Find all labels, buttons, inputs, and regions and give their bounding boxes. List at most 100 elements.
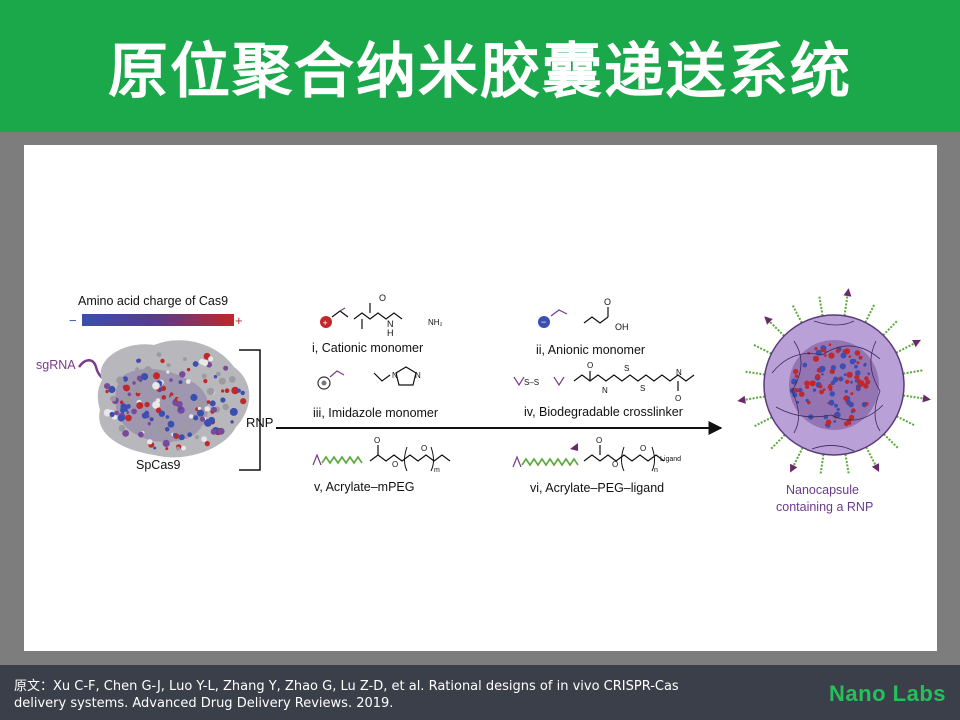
peg-chain	[792, 447, 804, 466]
protein-residue	[132, 381, 136, 385]
protein-residue	[141, 412, 148, 419]
protein-residue	[156, 425, 164, 434]
capsule-residue	[850, 392, 854, 396]
protein-residue	[164, 427, 170, 432]
sgrna-label: sgRNA	[36, 358, 76, 372]
capsule-residue	[815, 373, 821, 380]
capsule-residue	[820, 348, 825, 353]
capsule-residue	[846, 371, 853, 378]
chem-ligand: Ligand	[660, 456, 681, 463]
capsule-residue	[858, 355, 863, 360]
ligand-triangle	[764, 316, 773, 325]
chem-n-imid-2: N	[415, 371, 421, 380]
capsule-residue	[864, 402, 869, 406]
protein-residue	[166, 405, 171, 409]
page-title: 原位聚合纳米胶囊递送系统	[108, 36, 852, 107]
capsule-residue	[798, 387, 803, 393]
capsule-residue	[802, 362, 808, 368]
protein-residue	[160, 385, 167, 392]
protein-residue	[170, 395, 175, 400]
chem-o-1: O	[379, 293, 386, 303]
protein-residue	[136, 358, 141, 363]
brand-logo-text: Nano Labs	[829, 681, 946, 706]
protein-residue	[122, 430, 129, 437]
peg-chain	[770, 434, 786, 450]
protein-residue	[208, 356, 214, 362]
protein-residue	[177, 397, 181, 402]
capsule-residue	[844, 348, 851, 355]
capsule-residue	[861, 380, 864, 383]
protein-residue	[135, 367, 140, 372]
protein-residue	[163, 435, 167, 440]
capsule-residue	[854, 364, 858, 369]
protein-residue	[187, 432, 192, 437]
protein-residue	[149, 417, 154, 422]
charge-minus: −	[69, 313, 77, 328]
capsule-residue	[854, 374, 860, 380]
protein-residue	[125, 414, 132, 422]
protein-residue	[148, 429, 153, 434]
protein-residue	[166, 370, 170, 374]
chem-o-9: O	[612, 460, 618, 469]
capsule-residue	[847, 396, 851, 400]
capsule-residue	[829, 391, 835, 397]
chem-o-2: O	[604, 297, 611, 307]
protein-residue	[147, 439, 153, 445]
protein-residue	[230, 420, 234, 424]
protein-residue	[231, 386, 239, 395]
citation-line-2: delivery systems. Advanced Drug Delivery…	[14, 696, 394, 711]
protein-residue	[153, 372, 160, 380]
monomer-mpeg-label: v, Acrylate–mPEG	[314, 480, 415, 494]
capsule-residue	[809, 380, 816, 387]
peg-chain	[843, 295, 849, 316]
protein-residue	[158, 410, 166, 417]
protein-residue	[193, 415, 199, 421]
capsule-residue	[819, 365, 826, 373]
chem-o-7: O	[421, 444, 427, 453]
protein-residue	[209, 400, 216, 407]
capsule-residue	[863, 383, 869, 389]
peg-chain	[844, 453, 850, 474]
protein-residue	[110, 395, 117, 402]
spcas9-label: SpCas9	[136, 458, 181, 472]
peg-chain	[744, 370, 765, 376]
peg-chain	[882, 320, 898, 336]
svg-text:−: −	[541, 317, 546, 327]
chem-s-s: S–S	[524, 378, 539, 387]
monomer-imidazole-label: iii, Imidazole monomer	[313, 406, 438, 420]
protein-residue	[217, 427, 225, 435]
chem-s-1: S	[624, 364, 629, 373]
monomer-crosslinker-structure	[513, 371, 695, 391]
monomer-anionic-structure: −	[538, 307, 609, 328]
protein-residue	[152, 401, 161, 409]
ligand-triangle	[912, 339, 921, 348]
protein-residue	[108, 385, 116, 394]
protein-residue	[240, 398, 247, 405]
peg-chain	[865, 446, 877, 466]
protein-residue	[118, 425, 126, 432]
protein-residue	[199, 416, 206, 422]
protein-residue	[122, 376, 128, 382]
chem-sub-n: n	[654, 467, 658, 474]
chem-o-3: O	[587, 361, 593, 370]
protein-residue	[206, 400, 211, 404]
capsule-residue	[850, 410, 854, 414]
monomer-crosslinker-label: iv, Biodegradable crosslinker	[524, 405, 683, 419]
protein-residue	[169, 392, 174, 396]
rnp-bracket	[239, 349, 261, 471]
monomer-anionic-label: ii, Anionic monomer	[536, 343, 645, 357]
capsule-residue	[840, 352, 847, 359]
peg-chain	[903, 394, 924, 400]
protein-residue	[208, 416, 216, 424]
nanocapsule-label-line1: Nanocapsule	[786, 483, 859, 497]
protein-residue	[224, 388, 230, 393]
chem-o-5: O	[374, 436, 380, 445]
capsule-residue	[830, 365, 837, 371]
capsule-residue	[838, 376, 844, 382]
protein-residue	[123, 411, 127, 415]
capsule-residue	[834, 411, 841, 418]
protein-residue	[161, 395, 167, 400]
chem-oh: OH	[615, 322, 629, 332]
capsule-residue	[806, 400, 811, 405]
charge-bar-label: Amino acid charge of Cas9	[78, 294, 228, 308]
